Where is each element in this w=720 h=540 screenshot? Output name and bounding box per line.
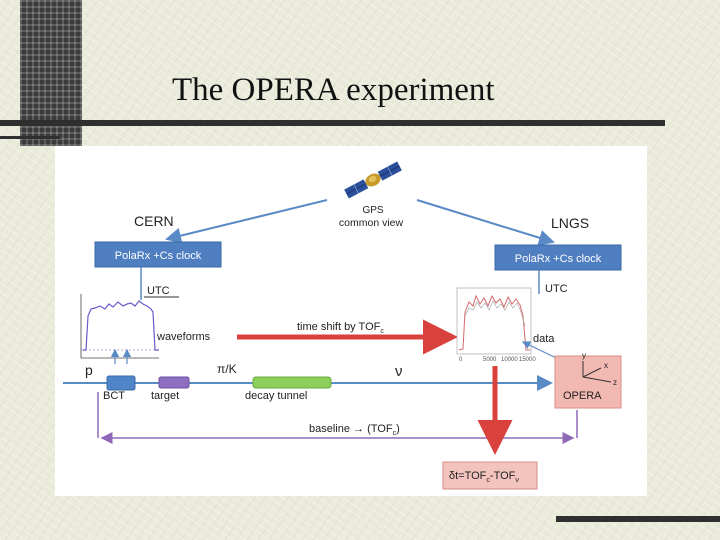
utc-label-lngs: UTC (545, 283, 568, 295)
slide-title: The OPERA experiment (172, 72, 495, 108)
clock-label-lngs: PolaRx +Cs clock (515, 253, 602, 265)
waveform-plot (80, 294, 159, 359)
cern-label: CERN (134, 213, 174, 229)
axis-z-label: z (613, 378, 617, 387)
clock-box-cern (94, 241, 222, 268)
waveforms-label: waveforms (156, 331, 211, 343)
diagram-panel: GPS common view CERN LNGS PolaRx +Cs clo… (55, 146, 647, 496)
dt-box (442, 461, 538, 490)
axis-x-label: x (604, 361, 608, 370)
decay-tunnel-box (252, 376, 332, 389)
baseline-label: baseline → (TOFc) (309, 423, 400, 437)
clock-label-cern: PolaRx +Cs clock (115, 250, 202, 262)
tick-15000: 15000 (519, 357, 536, 363)
data-plot (456, 287, 532, 355)
tick-10000: 10000 (501, 357, 518, 363)
proton-label: p (85, 362, 93, 378)
axis-y-label: y (582, 351, 586, 360)
title-rule-lower (0, 136, 60, 139)
clock-box-lngs (494, 244, 622, 271)
bct-box (106, 375, 136, 391)
gps-label: GPS (362, 205, 383, 216)
gps-arrow-lngs (416, 199, 555, 246)
bottom-rule (556, 516, 720, 522)
opera-label: OPERA (563, 390, 602, 402)
bct-label: BCT (103, 390, 125, 402)
tick-5000: 5000 (483, 357, 497, 363)
target-label: target (151, 390, 179, 402)
title-rule (0, 120, 665, 126)
lngs-label: LNGS (551, 215, 589, 231)
pion-kaon-label: π/K (217, 362, 237, 376)
gps-arrow-cern (165, 199, 328, 244)
neutrino-label: ν (395, 363, 403, 380)
opera-diagram: GPS common view CERN LNGS PolaRx +Cs clo… (63, 161, 622, 490)
axes-icon (582, 361, 612, 383)
data-label: data (533, 333, 555, 345)
time-shift-label: time shift by TOFc (297, 321, 384, 335)
satellite-icon (344, 161, 402, 199)
common-view-label: common view (339, 217, 404, 229)
dt-label: δt=TOFc-TOFν (449, 470, 519, 484)
utc-label-cern: UTC (147, 285, 170, 297)
decay-tunnel-label: decay tunnel (245, 390, 307, 402)
tick-0: 0 (459, 357, 463, 363)
target-box (158, 376, 190, 389)
